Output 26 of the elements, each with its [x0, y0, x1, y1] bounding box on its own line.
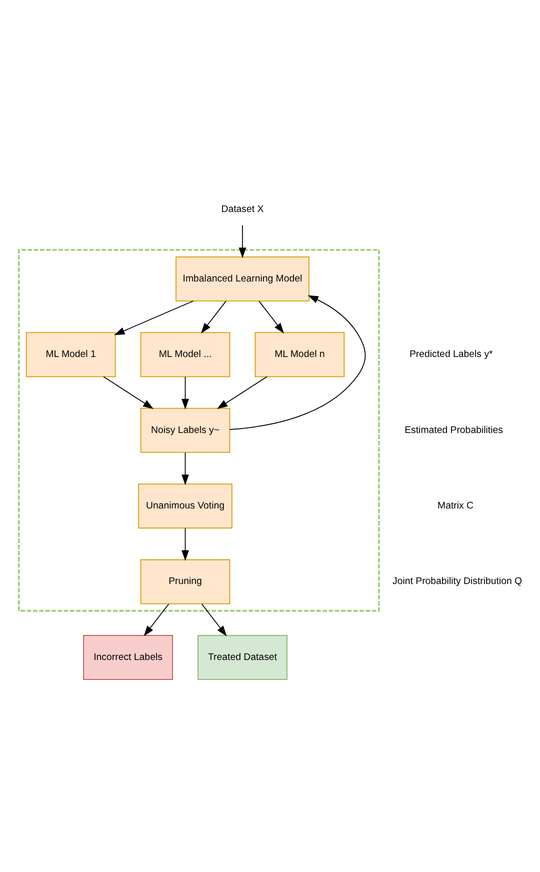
node-text: Dataset X	[221, 203, 264, 214]
arrow	[238, 224, 246, 258]
label: Joint Probability Distribution Q	[392, 576, 522, 587]
node-box: Pruning	[140, 558, 230, 604]
label: Predicted Labels y*	[409, 348, 493, 360]
label: Estimated Probabilities	[404, 424, 503, 436]
node-box: ML Model n	[254, 332, 345, 377]
node-box: ML Model 1	[26, 332, 116, 377]
arrow	[258, 300, 284, 333]
arrow	[200, 300, 226, 333]
arrow	[216, 376, 268, 408]
arrow	[103, 376, 154, 408]
arrow	[114, 300, 194, 335]
node-box: ML Model ...	[140, 332, 230, 377]
node-box: Incorrect Labels	[83, 634, 173, 680]
arrow	[201, 603, 227, 636]
node-box: Noisy Labels y~	[140, 407, 230, 452]
node-box: Imbalanced Learning Model	[176, 256, 310, 301]
arrow	[144, 603, 170, 636]
arrow	[182, 376, 189, 409]
label: Matrix C	[438, 500, 474, 512]
arrow	[229, 294, 366, 430]
node-box: Unanimous Voting	[138, 483, 232, 528]
arrow	[182, 527, 189, 560]
arrow	[182, 452, 189, 485]
node-box: Treated Dataset	[198, 634, 288, 680]
